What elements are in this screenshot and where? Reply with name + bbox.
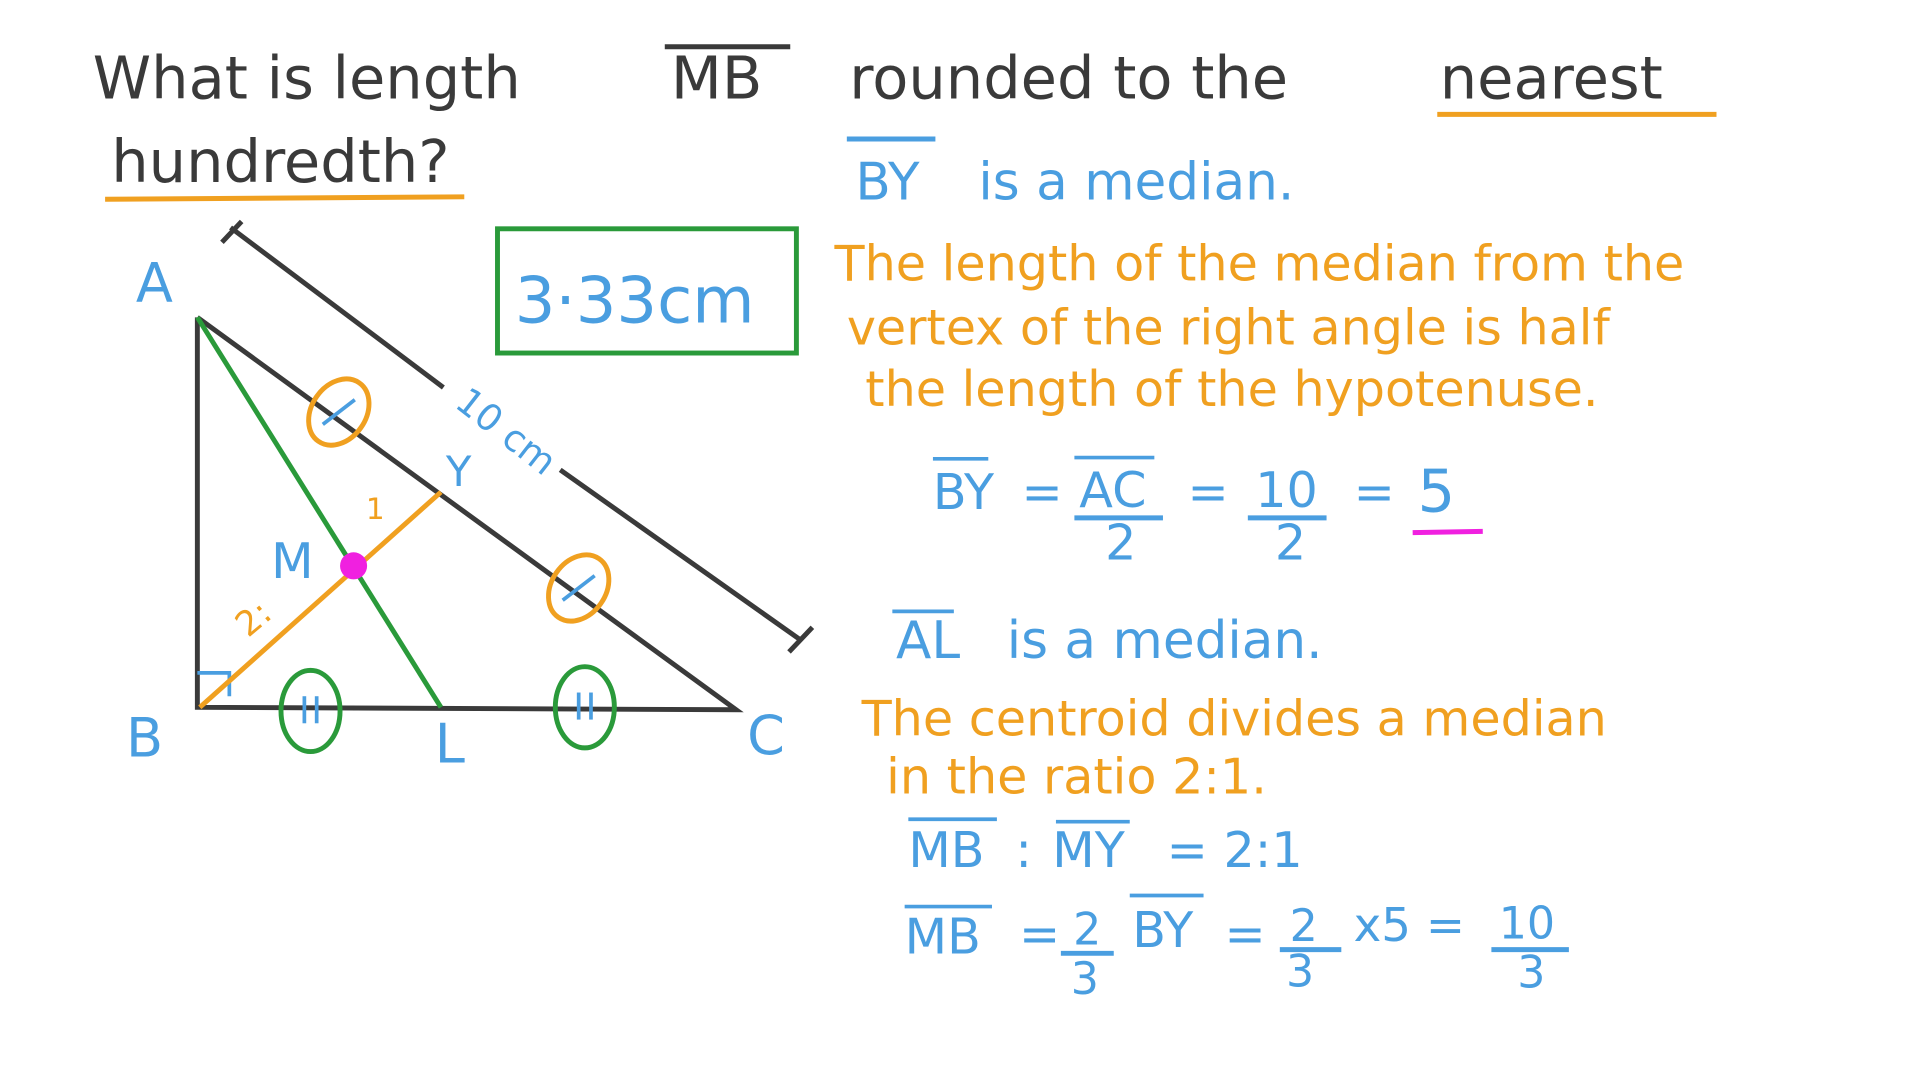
dimension-line-a (229, 225, 445, 390)
eq2-equals: = (1224, 905, 1265, 963)
eq2-den1: 3 (1071, 954, 1099, 1005)
by-segment: BY (855, 152, 920, 212)
ratio-seg1: MB (908, 821, 984, 879)
result-underline (1412, 528, 1483, 536)
label-b: B (126, 706, 163, 769)
triangle-abc (194, 315, 744, 713)
answer-box (495, 226, 799, 356)
equal-mark-circle (552, 664, 617, 751)
ratio-colon: : (1015, 821, 1032, 879)
ratio-equation: MB : MY = 2:1 (908, 817, 1303, 879)
eq1-num1: AC (1079, 461, 1146, 519)
by-median-text: is a median. (978, 152, 1294, 212)
centroid-fact-line: in the ratio 2:1. (886, 747, 1267, 805)
ratio-seg2: MY (1052, 821, 1125, 879)
eq1-equals: = (1188, 463, 1229, 521)
eq1-den1: 2 (1105, 514, 1136, 572)
centroid-fact-line: The centroid divides a median (861, 690, 1607, 748)
equal-mark-circle (306, 376, 372, 448)
eq2-lhs: MB (905, 907, 981, 965)
median-fact-line: the length of the hypotenuse. (865, 360, 1598, 418)
label-m: M (271, 532, 313, 590)
median-al (195, 316, 443, 709)
eq2-num2: 2 (1290, 901, 1318, 952)
centroid-point (340, 552, 368, 580)
eq2-num3: 10 (1499, 899, 1555, 950)
eq2-equals: = (1019, 905, 1060, 963)
equation-2: MB = 2 3 BY = 2 3 x5 = 10 3 (905, 893, 1569, 1005)
median-fact-line: The length of the median from the (834, 234, 1685, 292)
label-c: C (747, 704, 785, 767)
median-fact-line: vertex of the right angle is half (847, 298, 1612, 356)
question: What is length MB rounded to the nearest… (93, 43, 1717, 202)
tick-mark (321, 398, 356, 426)
question-segment: MB (671, 43, 762, 112)
eq2-segment: BY (1132, 901, 1194, 959)
eq1-lhs: BY (933, 463, 995, 521)
eq2-den3: 3 (1517, 948, 1545, 999)
eq1-den2: 2 (1275, 514, 1306, 572)
label-a: A (136, 251, 173, 314)
eq2-num1: 2 (1073, 905, 1101, 956)
ratio-rhs: = 2:1 (1167, 821, 1303, 879)
ratio-part-1: 1 (366, 492, 385, 526)
question-text-2: rounded to the (849, 43, 1288, 112)
equation-1: BY = AC 2 = 10 2 = 5 (933, 455, 1483, 572)
dimension-tick (787, 625, 815, 654)
eq2-times: x5 = (1354, 899, 1465, 953)
dimension-line-b (558, 467, 802, 642)
right-angle-mark (197, 671, 232, 697)
eq1-num2: 10 (1255, 461, 1318, 519)
eq1-equals: = (1022, 463, 1063, 521)
equal-mark-circle (546, 552, 612, 624)
eq1-equals: = (1354, 463, 1395, 521)
al-segment: AL (896, 611, 960, 671)
dimension-tick (220, 219, 244, 245)
equal-mark-circle (278, 667, 343, 755)
eq1-result: 5 (1418, 457, 1456, 526)
answer-value: 3·33cm (515, 264, 755, 338)
question-emphasis: nearest (1440, 43, 1663, 112)
label-l: L (435, 713, 465, 776)
question-text-1: What is length (93, 43, 521, 112)
tick-mark (561, 574, 596, 602)
eq2-den2: 3 (1286, 947, 1314, 998)
underline-hundredth (105, 194, 465, 202)
label-y: Y (445, 447, 472, 496)
al-median-text: is a median. (1007, 611, 1323, 671)
ratio-part-2: 2: (228, 593, 279, 645)
median-by (198, 490, 443, 710)
question-text-3: hundredth? (111, 127, 449, 196)
solution: BY is a median. The length of the median… (834, 136, 1685, 1005)
